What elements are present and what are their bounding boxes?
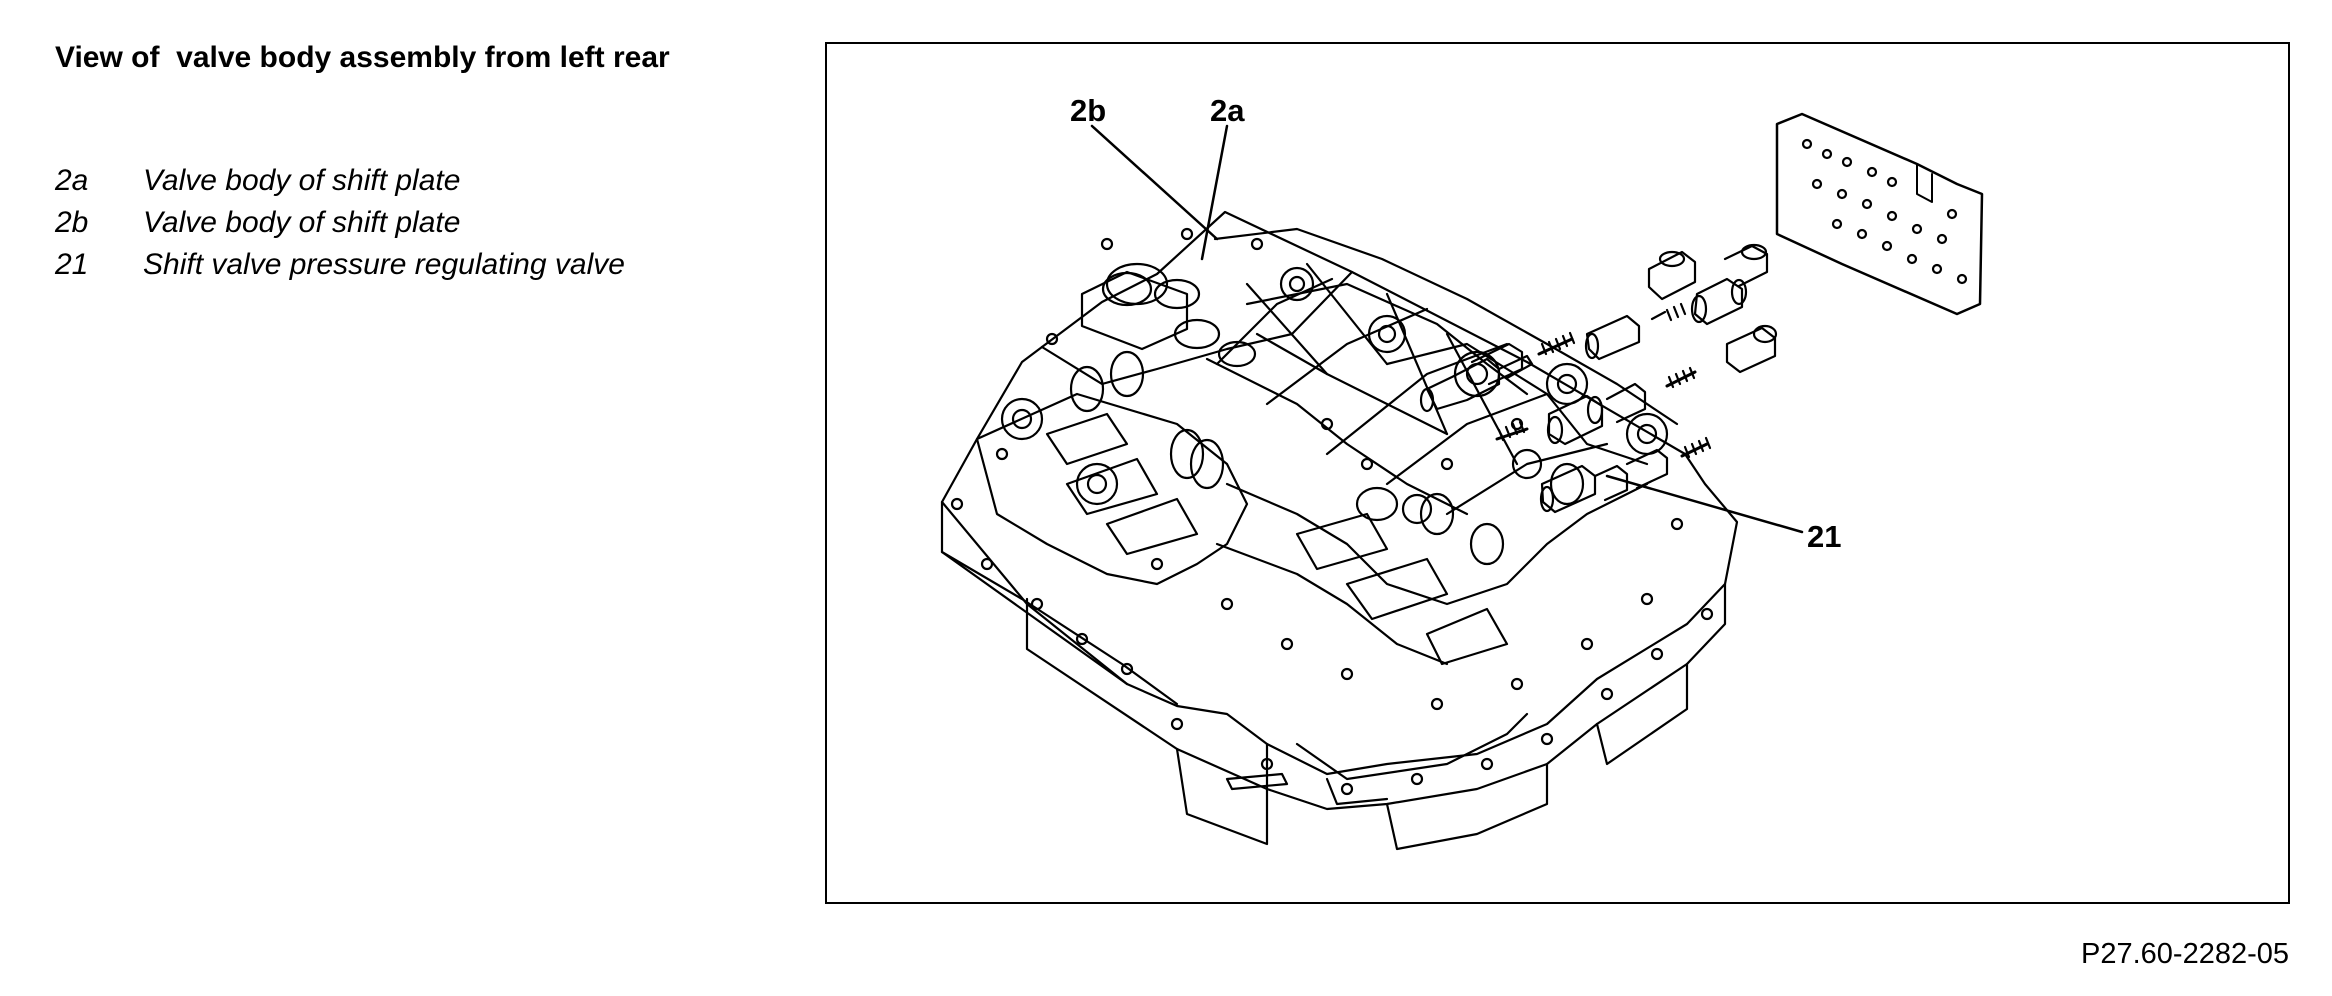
callout-2b: 2b [1070,93,1106,128]
valve-body-assembly [940,210,1739,851]
leader-line-2a [1200,124,1229,261]
legend-item: 2b Valve body of shift plate [55,202,625,244]
legend-item: 21 Shift valve pressure regulating valve [55,244,625,286]
leader-line-21 [1605,474,1804,534]
valve-body-diagram: 2b 2a 21 [940,93,1984,851]
legend-label: Valve body of shift plate [143,164,461,197]
callout-leaders [1090,124,1804,534]
legend-label: Valve body of shift plate [143,206,461,239]
figure-id: P27.60-2282-05 [2081,938,2289,970]
legend-code: 21 [55,248,89,281]
exploded-valve-parts [1419,112,1984,514]
legend-label: Shift valve pressure regulating valve [143,248,625,281]
legend-code: 2b [55,206,89,239]
callout-2a: 2a [1210,93,1245,128]
diagram-frame: 2b 2a 21 [825,42,2290,904]
leader-line-2b [1090,124,1219,241]
legend-code: 2a [55,164,89,197]
callout-21: 21 [1807,519,1841,554]
page-title: View of valve body assembly from left re… [55,41,670,74]
legend-item: 2a Valve body of shift plate [55,160,625,202]
